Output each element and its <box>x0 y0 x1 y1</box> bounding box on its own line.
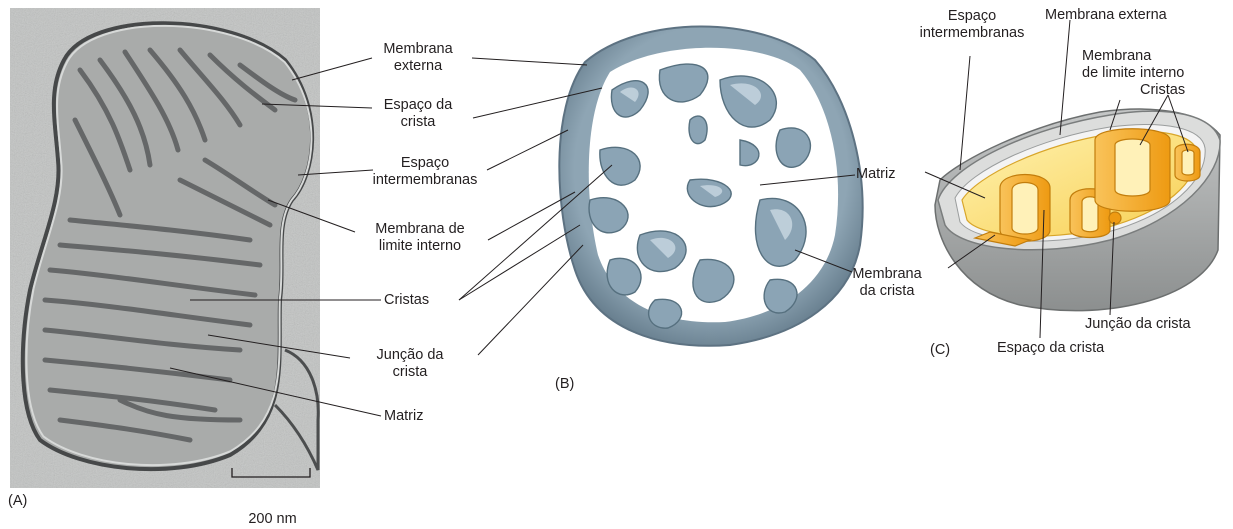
label-c-inner-boundary-membrane: Membrana de limite interno <box>1082 48 1184 82</box>
label-c-outer-membrane: Membrana externa <box>1045 7 1167 24</box>
label-line: de limite interno <box>1082 65 1184 82</box>
label-a-matrix: Matriz <box>384 408 423 425</box>
panel-a-micrograph <box>10 8 320 488</box>
label-line: Membrana <box>842 266 932 283</box>
label-a-crista-space: Espaço da crista <box>368 97 468 131</box>
panel-b-label: (B) <box>555 376 574 393</box>
label-line: da crista <box>842 283 932 300</box>
label-line: Espaço <box>360 155 490 172</box>
label-line: externa <box>368 58 468 75</box>
label-line: crista <box>350 364 470 381</box>
label-c-cristae: Cristas <box>1140 82 1185 99</box>
label-line: intermembranas <box>912 25 1032 42</box>
label-a-cristae: Cristas <box>384 292 429 309</box>
panel-b-3d-model <box>559 26 862 345</box>
label-line: limite interno <box>350 238 490 255</box>
label-line: Junção da <box>350 347 470 364</box>
panel-c-cutaway <box>935 109 1220 311</box>
panel-c-label: (C) <box>930 342 950 359</box>
label-line: Membrana <box>1082 48 1184 65</box>
label-line: Espaço da <box>368 97 468 114</box>
label-a-inner-boundary-membrane: Membrana de limite interno <box>350 221 490 255</box>
panel-a-label: (A) <box>8 493 27 510</box>
label-line: Espaço <box>912 8 1032 25</box>
label-c-crista-space: Espaço da crista <box>997 340 1104 357</box>
label-line: crista <box>368 114 468 131</box>
label-a-crista-junction: Junção da crista <box>350 347 470 381</box>
label-a-intermembrane-space: Espaço intermembranas <box>360 155 490 189</box>
label-c-crista-junction: Junção da crista <box>1085 316 1191 333</box>
label-a-outer-membrane: Membrana externa <box>368 41 468 75</box>
scale-bar-label: 200 nm <box>225 511 320 528</box>
label-b-matrix: Matriz <box>856 166 895 183</box>
label-line: Membrana de <box>350 221 490 238</box>
label-line: Membrana <box>368 41 468 58</box>
label-b-crista-membrane: Membrana da crista <box>842 266 932 300</box>
label-c-intermembrane-space: Espaço intermembranas <box>912 8 1032 42</box>
label-line: intermembranas <box>360 172 490 189</box>
